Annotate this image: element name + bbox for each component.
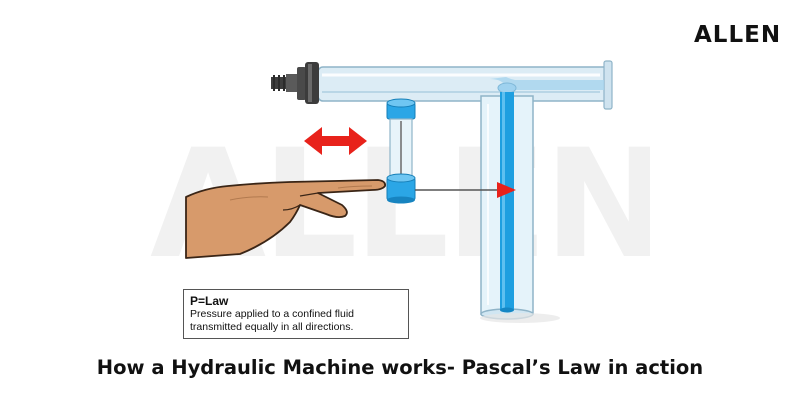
- brand-logo: ALLEN: [694, 22, 782, 48]
- diagram-caption: How a Hydraulic Machine works- Pascal’s …: [96, 356, 704, 379]
- output-tube: [480, 92, 560, 323]
- pascal-law-box: P=Law Pressure applied to a confined flu…: [183, 289, 409, 339]
- law-description-line-2: transmitted equally in all directions.: [190, 320, 354, 333]
- water-flow: [490, 77, 604, 94]
- pipe-end-fitting: [271, 62, 319, 104]
- double-headed-arrow-icon: [304, 127, 367, 155]
- red-arrow-icon: [415, 182, 516, 198]
- input-cylinder: [386, 98, 416, 204]
- law-description-line-1: Pressure applied to a confined fluid: [190, 308, 355, 320]
- horizontal-pipe: [317, 60, 613, 110]
- hand-icon: [185, 179, 387, 259]
- law-title: P=Law: [190, 294, 229, 308]
